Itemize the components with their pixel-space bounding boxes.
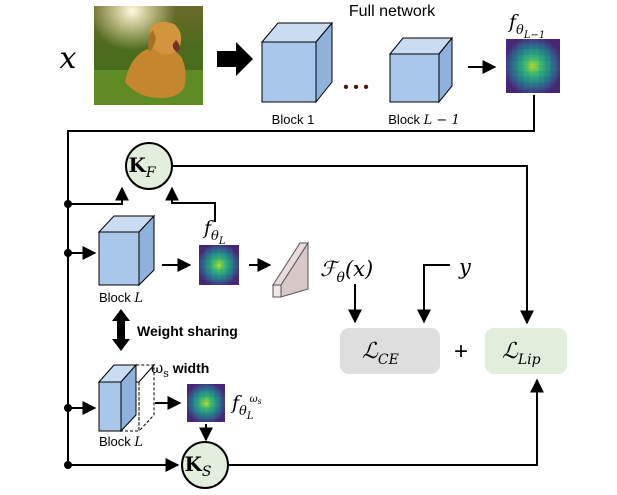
- f-theta-l-ws-label: fθLωs: [230, 392, 262, 422]
- loss-lip-label: ℒLip: [502, 339, 541, 368]
- weight-sharing-label: Weight sharing: [137, 323, 238, 339]
- feedback-line: [67, 95, 535, 465]
- feature-map-l: [199, 245, 239, 285]
- block-l-cube: [97, 214, 156, 287]
- block-l-minus-1-label: Block L − 1: [388, 112, 459, 128]
- loss-lip-box: [485, 328, 567, 374]
- arrow-ks-to-lip: [228, 378, 544, 466]
- weight-sharing-arrow: [112, 309, 130, 351]
- full-network-title: Full network: [349, 3, 436, 20]
- f-theta-l-minus-1-label: fθL−1: [507, 11, 545, 41]
- input-x-label: x: [60, 41, 77, 76]
- big-arrow: [217, 42, 253, 76]
- block-l-ws-label: Block L: [99, 434, 143, 450]
- flattened-vector: [272, 241, 309, 298]
- classifier-output-label: ℱθ(x): [320, 257, 373, 286]
- arrow-to-kf-left: [68, 186, 129, 205]
- block-l-label: Block L: [99, 290, 143, 306]
- block-1-label: Block 1: [272, 112, 315, 127]
- f-theta-l-label: fθL: [202, 217, 226, 247]
- feature-map-l-minus-1: [506, 39, 560, 93]
- label-y: y: [458, 255, 472, 279]
- ks-label: KS: [185, 452, 212, 480]
- omega-width-label: ωs width: [151, 359, 209, 380]
- arrow-kf-to-lip: [172, 165, 534, 325]
- plus-sign: +: [454, 338, 468, 365]
- feature-map-l-ws: [187, 384, 225, 422]
- arrow-y-to-ce: [417, 264, 450, 324]
- kf-label: KF: [128, 153, 156, 181]
- block-l-ws-cube: [97, 363, 156, 433]
- loss-ce-label: ℒCE: [362, 339, 399, 368]
- block-1-cube: [260, 21, 334, 104]
- block-l-minus-1-cube: [388, 36, 454, 104]
- ellipsis-dots: • • •: [343, 79, 369, 96]
- dog-photo: [94, 6, 203, 105]
- arrow-to-kf-right: [165, 186, 216, 222]
- loss-ce-box: [340, 328, 440, 374]
